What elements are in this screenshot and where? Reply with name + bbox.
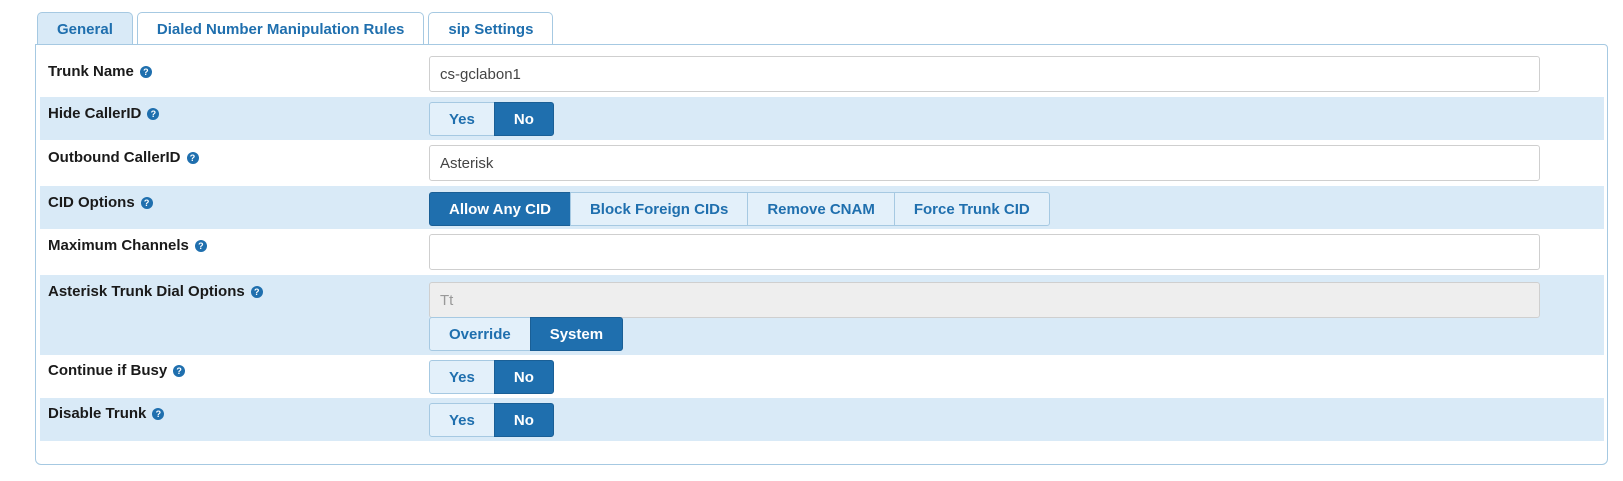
force-trunk-cid-button[interactable]: Force Trunk CID [893, 192, 1050, 226]
hide-callerid-toggle: Yes No [429, 102, 554, 136]
help-icon[interactable]: ? [140, 196, 153, 209]
help-icon[interactable]: ? [194, 239, 207, 252]
row-hide-callerid: Hide CallerID ? Yes No [40, 97, 1604, 140]
help-icon[interactable]: ? [250, 285, 263, 298]
help-icon[interactable]: ? [147, 107, 160, 120]
disable-trunk-toggle: Yes No [429, 403, 554, 437]
general-settings-panel: Trunk Name ? Hide CallerID ? Yes No Outb… [35, 44, 1608, 465]
disable-trunk-label: Disable Trunk [48, 405, 147, 422]
system-button[interactable]: System [529, 317, 624, 351]
allow-any-cid-button[interactable]: Allow Any CID [429, 192, 571, 226]
row-maximum-channels: Maximum Channels ? [40, 229, 1604, 275]
dial-options-mode-group: Override System [429, 317, 624, 351]
tab-dialed-number-manipulation-rules[interactable]: Dialed Number Manipulation Rules [136, 12, 425, 45]
disable-trunk-yes-button[interactable]: Yes [429, 403, 495, 437]
outbound-callerid-input[interactable] [429, 145, 1540, 181]
continue-if-busy-toggle: Yes No [429, 360, 554, 394]
cid-options-group: Allow Any CID Block Foreign CIDs Remove … [429, 192, 1050, 226]
continue-if-busy-no-button[interactable]: No [493, 360, 554, 394]
row-disable-trunk: Disable Trunk ? Yes No [40, 398, 1604, 441]
help-icon[interactable]: ? [173, 364, 186, 377]
asterisk-trunk-dial-options-label: Asterisk Trunk Dial Options [48, 283, 245, 300]
row-outbound-callerid: Outbound CallerID ? [40, 140, 1604, 186]
tab-bar: General Dialed Number Manipulation Rules… [37, 12, 557, 46]
hide-callerid-no-button[interactable]: No [493, 102, 554, 136]
row-continue-if-busy: Continue if Busy ? Yes No [40, 355, 1604, 398]
row-cid-options: CID Options ? Allow Any CID Block Foreig… [40, 186, 1604, 229]
dial-options-input [429, 282, 1540, 318]
trunk-name-input[interactable] [429, 56, 1540, 92]
continue-if-busy-yes-button[interactable]: Yes [429, 360, 495, 394]
override-button[interactable]: Override [429, 317, 531, 351]
hide-callerid-label: Hide CallerID [48, 105, 142, 122]
help-icon[interactable]: ? [139, 65, 152, 78]
cid-options-label: CID Options [48, 194, 135, 211]
tab-sip-settings[interactable]: sip Settings [428, 12, 554, 45]
maximum-channels-input[interactable] [429, 234, 1540, 270]
continue-if-busy-label: Continue if Busy [48, 362, 168, 379]
row-trunk-name: Trunk Name ? [40, 51, 1604, 97]
outbound-callerid-label: Outbound CallerID [48, 149, 181, 166]
maximum-channels-label: Maximum Channels [48, 237, 189, 254]
tab-general[interactable]: General [37, 12, 133, 46]
help-icon[interactable]: ? [152, 407, 165, 420]
hide-callerid-yes-button[interactable]: Yes [429, 102, 495, 136]
help-icon[interactable]: ? [186, 151, 199, 164]
block-foreign-cids-button[interactable]: Block Foreign CIDs [569, 192, 749, 226]
row-asterisk-trunk-dial-options: Asterisk Trunk Dial Options ? Override S… [40, 275, 1604, 355]
trunk-name-label: Trunk Name [48, 63, 134, 80]
remove-cnam-button[interactable]: Remove CNAM [747, 192, 895, 226]
disable-trunk-no-button[interactable]: No [493, 403, 554, 437]
